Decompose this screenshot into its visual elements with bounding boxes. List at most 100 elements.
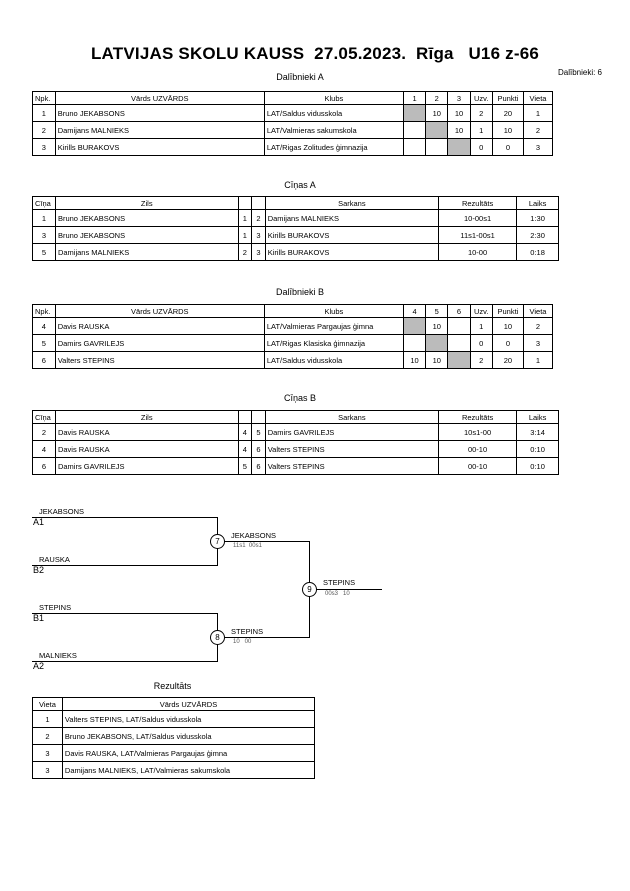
cell-red: Damirs GAVRILEJS <box>264 423 439 441</box>
cell-time: 0:18 <box>516 243 559 261</box>
pool-a-table: Npk. Vārds UZVĀRDS Klubs 1 2 3 Uzv. Punk… <box>32 91 554 156</box>
cell-fight-num: 1 <box>32 209 56 227</box>
cell-score <box>447 138 471 156</box>
cell-club: LAT/Rigas Klasiska ģimnazija <box>263 334 404 352</box>
cell-score <box>447 334 471 352</box>
cell-place: 3 <box>32 761 63 779</box>
cell-blue-num: 1 <box>237 226 253 244</box>
pool-b-table: Npk. Vārds UZVĀRDS Klubs 4 5 6 Uzv. Punk… <box>32 304 554 369</box>
cell-blue: Bruno JEKABSONS <box>54 209 239 227</box>
bracket-competitor-name: JEKABSONS <box>39 507 85 516</box>
cell-wins: 0 <box>469 138 493 156</box>
table-row: 4 Davis RAUSKA 4 6 Valters STEPINS 00-10… <box>32 440 559 458</box>
cell-place: 2 <box>522 121 554 139</box>
cell-score: 10 <box>447 121 471 139</box>
cell-points: 20 <box>491 104 524 122</box>
cell-score <box>402 334 427 352</box>
col-header: Punkti <box>491 304 524 318</box>
cell-npk: 6 <box>32 351 56 369</box>
cell-score <box>402 121 427 139</box>
cell-place: 2 <box>522 317 554 335</box>
bracket-line <box>218 541 310 542</box>
fights-a-table: Cīņa Zils Sarkans Rezultāts Laiks 1 Brun… <box>32 196 559 261</box>
table-row: 2 Davis RAUSKA 4 5 Damirs GAVRILEJS 10s1… <box>32 423 559 441</box>
fights-a-heading: Cīņas A <box>284 180 316 190</box>
cell-time: 0:10 <box>516 457 559 475</box>
bracket-competitor-name: RAUSKA <box>39 555 70 564</box>
bracket-seed-label: A1 <box>33 517 45 527</box>
cell-place: 3 <box>522 138 554 156</box>
bracket-winner-name: JEKABSONS <box>231 531 277 540</box>
cell-wins: 2 <box>469 104 493 122</box>
cell-club: LAT/Valmieras sakumskola <box>263 121 404 139</box>
cell-points: 0 <box>491 138 524 156</box>
col-header: 5 <box>425 304 449 318</box>
table-row: 2 Damijans MALNIEKS LAT/Valmieras sakums… <box>32 121 554 139</box>
table-row: 3 Kirills BURAKOVS LAT/Rigas Zolitudes ģ… <box>32 138 554 156</box>
cell-fight-num: 3 <box>32 226 56 244</box>
bracket-seed-label: B1 <box>33 613 45 623</box>
col-header: Cīņa <box>32 410 56 424</box>
cell-name: Valters STEPINS, LAT/Saldus vidusskola <box>61 710 316 728</box>
match-number-badge: 7 <box>210 534 225 549</box>
cell-fight-num: 6 <box>32 457 56 475</box>
cell-npk: 3 <box>32 138 56 156</box>
cell-time: 1:30 <box>516 209 559 227</box>
col-header: Laiks <box>516 410 559 424</box>
cell-blue: Davis RAUSKA <box>54 423 239 441</box>
cell-fight-num: 2 <box>32 423 56 441</box>
col-header: 6 <box>447 304 471 318</box>
cell-place: 1 <box>522 104 554 122</box>
table-row: 3 Damijans MALNIEKS, LAT/Valmieras sakum… <box>32 761 316 779</box>
cell-place: 2 <box>32 727 63 745</box>
col-header: 3 <box>447 91 471 105</box>
bracket-line <box>32 661 218 662</box>
cell-npk: 2 <box>32 121 56 139</box>
table-header-row: Vieta Vārds UZVĀRDS <box>32 697 316 711</box>
match-number-badge: 8 <box>210 630 225 645</box>
col-header: Uzv. <box>469 91 493 105</box>
col-header: Vārds UZVĀRDS <box>61 697 316 711</box>
cell-name: Kirills BURAKOVS <box>54 138 265 156</box>
cell-points: 10 <box>491 317 524 335</box>
cell-time: 3:14 <box>516 423 559 441</box>
pool-b-heading: Dalībnieki B <box>275 287 325 297</box>
cell-club: LAT/Saldus vidusskola <box>263 351 404 369</box>
page-title: LATVIJAS SKOLU KAUSS 27.05.2023. Rīga U1… <box>90 44 540 63</box>
cell-blue-num: 4 <box>237 440 253 458</box>
bracket-winner-name: STEPINS <box>231 627 264 636</box>
cell-red: Kirills BURAKOVS <box>264 243 439 261</box>
participant-count: Dalībnieki: 6 <box>557 68 602 77</box>
cell-blue-num: 4 <box>237 423 253 441</box>
cell-red-num: 3 <box>251 226 266 244</box>
table-row: 1 Bruno JEKABSONS LAT/Saldus vidusskola … <box>32 104 554 122</box>
cell-score <box>402 104 427 122</box>
col-header: Klubs <box>263 304 404 318</box>
cell-fight-num: 4 <box>32 440 56 458</box>
cell-place: 1 <box>522 351 554 369</box>
cell-points: 0 <box>491 334 524 352</box>
cell-blue-num: 5 <box>237 457 253 475</box>
col-header: Rezultāts <box>437 410 518 424</box>
table-header-row: Cīņa Zils Sarkans Rezultāts Laiks <box>32 196 559 210</box>
bracket-seed-label: A2 <box>33 661 45 671</box>
col-header: Cīņa <box>32 196 56 210</box>
col-header: Vieta <box>522 304 554 318</box>
cell-result: 10-00s1 <box>437 209 518 227</box>
col-header: Uzv. <box>469 304 493 318</box>
col-header: 2 <box>425 91 449 105</box>
col-header: Vieta <box>522 91 554 105</box>
table-header-row: Npk. Vārds UZVĀRDS Klubs 1 2 3 Uzv. Punk… <box>32 91 554 105</box>
table-row: 6 Damirs GAVRILEJS 5 6 Valters STEPINS 0… <box>32 457 559 475</box>
cell-name: Damijans MALNIEKS <box>54 121 265 139</box>
cell-score <box>425 121 449 139</box>
col-header: Punkti <box>491 91 524 105</box>
bracket-line <box>218 637 310 638</box>
col-header: Rezultāts <box>437 196 518 210</box>
col-header: Vārds UZVĀRDS <box>54 91 265 105</box>
cell-npk: 4 <box>32 317 56 335</box>
cell-score <box>447 317 471 335</box>
match-number-badge: 9 <box>302 582 317 597</box>
cell-blue-num: 2 <box>237 243 253 261</box>
cell-score: 10 <box>402 351 427 369</box>
